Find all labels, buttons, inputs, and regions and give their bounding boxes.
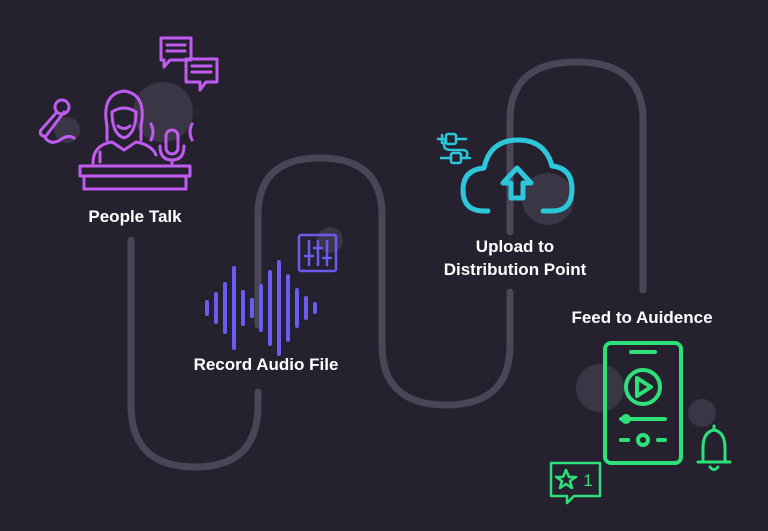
- step-label-upload-line1: Upload to: [475, 237, 555, 256]
- podcaster-icon: [38, 36, 219, 191]
- step-label-upload: Upload to Distribution Point: [420, 235, 610, 281]
- rating-badge: [549, 461, 602, 505]
- phone-player-icon: [603, 341, 683, 465]
- rating-count: 1: [583, 471, 592, 490]
- handheld-microphone-icon: [38, 98, 76, 144]
- star-icon: [554, 468, 578, 490]
- step-label-feed: Feed to Auidence: [571, 308, 713, 327]
- cloud-upload-icon: [460, 137, 575, 214]
- equalizer-icon: [297, 233, 338, 273]
- cable-connector-icon: [436, 132, 472, 165]
- step-label-people-talk: People Talk: [88, 207, 182, 226]
- background-blobs: [54, 82, 716, 427]
- step-label-upload-line2: Distribution Point: [443, 260, 587, 279]
- notification-bell-icon: [696, 424, 732, 471]
- workflow-path: [127, 58, 647, 471]
- chat-bubbles-icon: [159, 36, 219, 92]
- step-label-record-audio: Record Audio File: [193, 355, 339, 374]
- soundwave-icon: [205, 260, 317, 356]
